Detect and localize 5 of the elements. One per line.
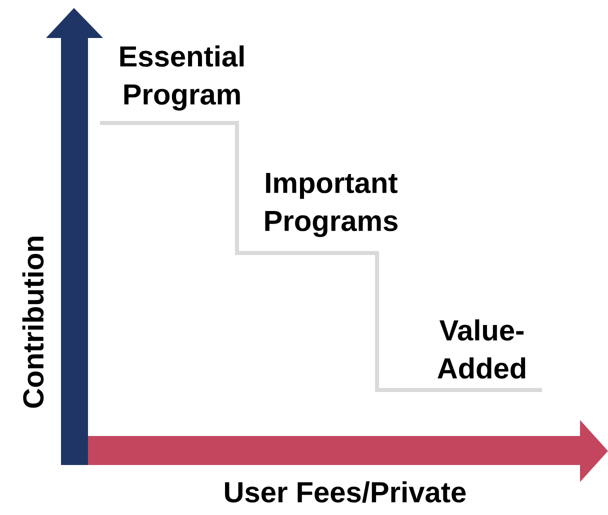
axis-label: User Fees/Private xyxy=(225,481,466,503)
step-label: Value-Added xyxy=(438,319,526,379)
step-label: Important Programs xyxy=(265,172,398,238)
step-label: Essential Program xyxy=(120,45,244,111)
axis-label: Contribution xyxy=(22,236,44,408)
